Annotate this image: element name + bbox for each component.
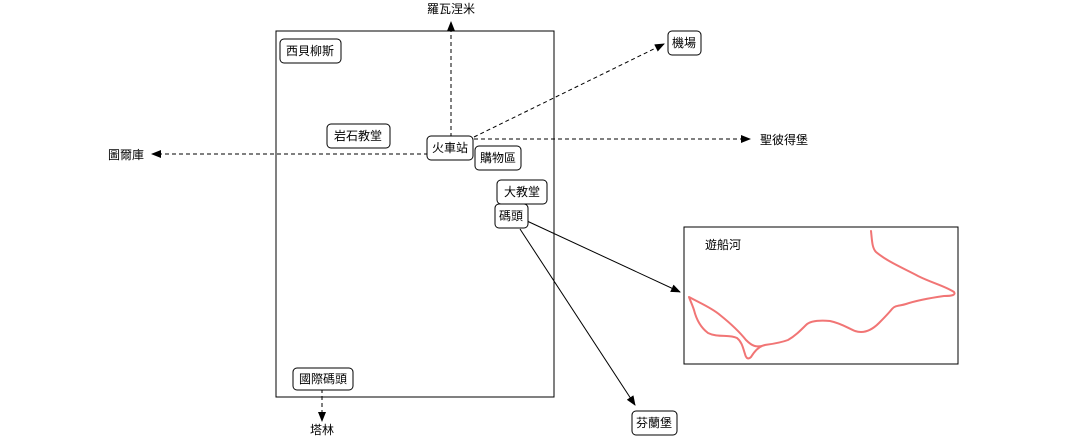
node-pier: 碼頭 bbox=[494, 203, 529, 229]
node-cathedral: 大教堂 bbox=[496, 179, 548, 205]
dest-suomenlinna-label: 芬蘭堡 bbox=[636, 415, 672, 430]
cruise-route-line bbox=[688, 230, 956, 360]
node-intl-pier: 國際碼頭 bbox=[292, 367, 354, 391]
node-rock-church-label: 岩石教堂 bbox=[334, 128, 382, 143]
node-train-station: 火車站 bbox=[426, 135, 474, 161]
dest-airport-label: 機場 bbox=[672, 35, 696, 50]
cruise-inset-title: 遊船河 bbox=[705, 237, 741, 252]
dest-tallinn: 塔林 bbox=[310, 423, 334, 437]
node-cathedral-label: 大教堂 bbox=[504, 184, 540, 199]
route-to-airport bbox=[473, 43, 665, 138]
node-shopping-label: 購物區 bbox=[480, 151, 516, 165]
dest-turku: 圖爾庫 bbox=[108, 148, 144, 162]
cruise-inset-frame bbox=[683, 226, 959, 365]
dest-suomenlinna: 芬蘭堡 bbox=[631, 410, 678, 436]
city-map-frame bbox=[275, 30, 555, 398]
dest-airport: 機場 bbox=[667, 30, 702, 56]
node-intl-pier-label: 國際碼頭 bbox=[299, 372, 347, 386]
node-west-bay-label: 西貝柳斯 bbox=[286, 44, 334, 58]
node-rock-church: 岩石教堂 bbox=[326, 123, 391, 149]
dest-st-petersburg: 聖彼得堡 bbox=[760, 132, 808, 147]
node-pier-label: 碼頭 bbox=[499, 209, 523, 223]
node-west-bay: 西貝柳斯 bbox=[279, 38, 342, 64]
dest-rovaniemi: 羅瓦涅米 bbox=[427, 2, 475, 16]
node-shopping: 購物區 bbox=[474, 145, 522, 171]
route-to-suomenlinna bbox=[519, 228, 636, 406]
route-to-cruise bbox=[526, 220, 681, 293]
cruise-inset: 遊船河 bbox=[683, 226, 959, 365]
node-train-station-label: 火車站 bbox=[432, 141, 468, 155]
